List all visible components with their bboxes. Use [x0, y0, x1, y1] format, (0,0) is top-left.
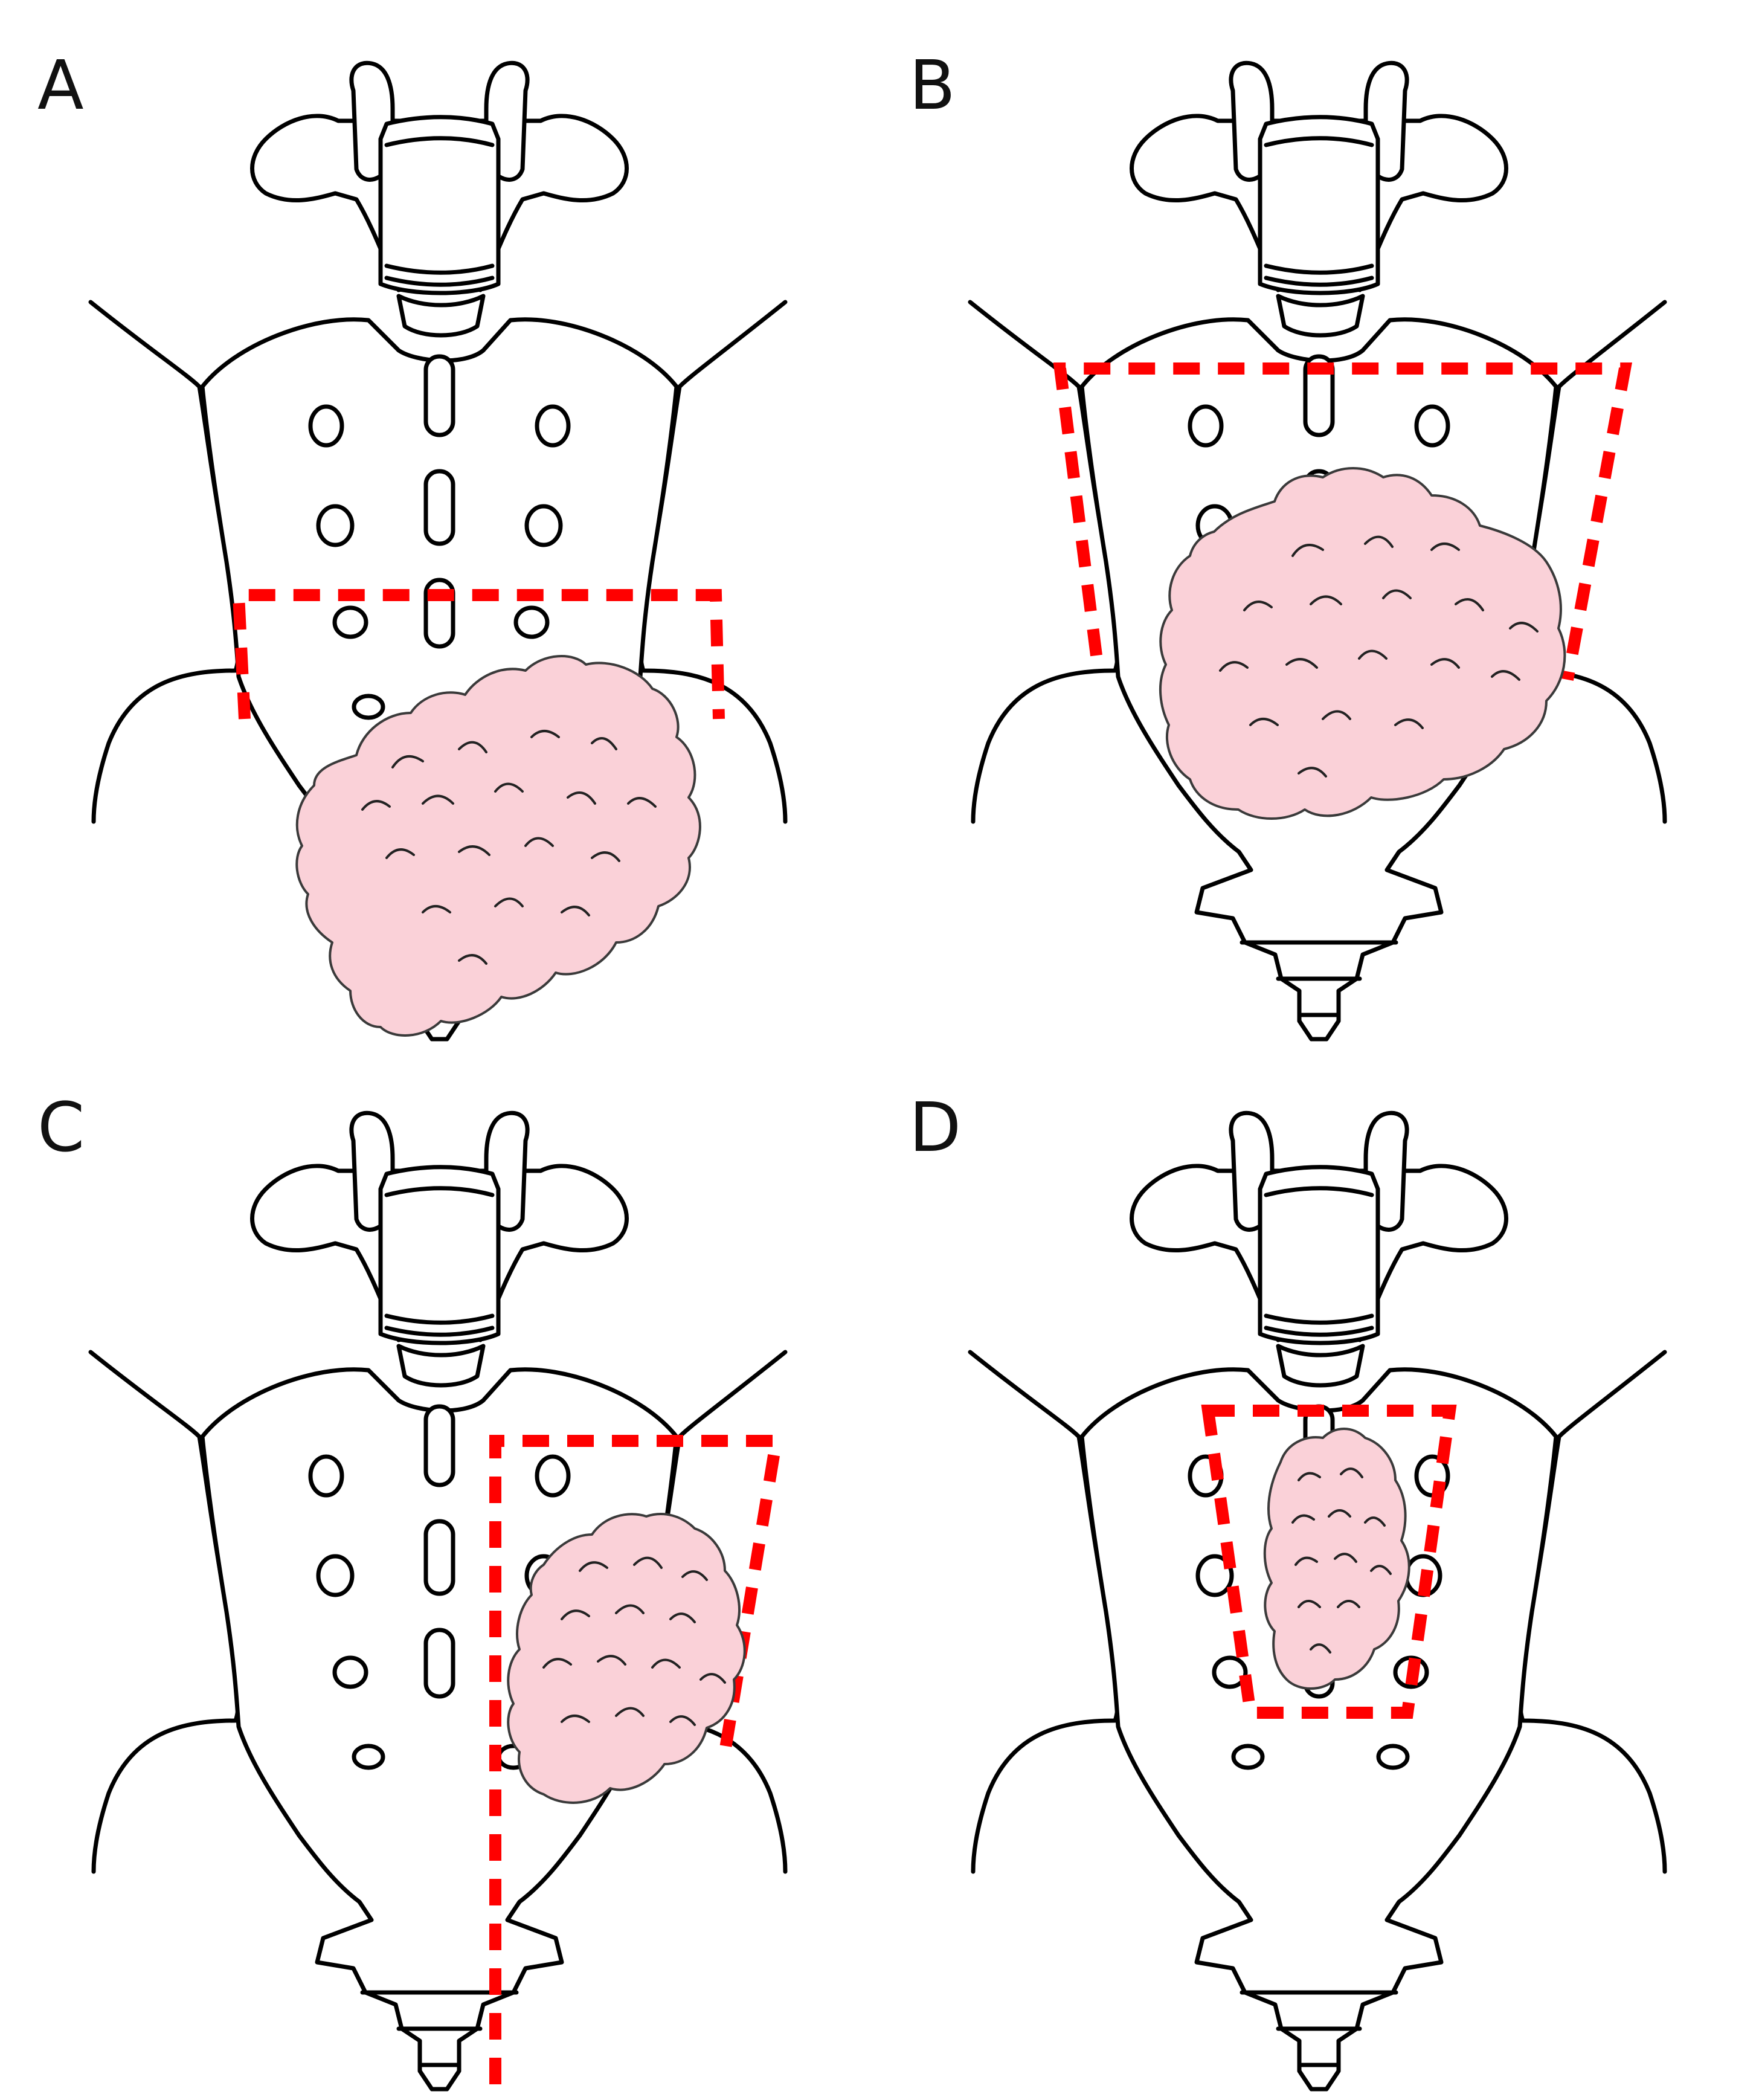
panel-label-d: D: [909, 1089, 961, 1167]
panel-a: A: [37, 47, 785, 1039]
resection-margin-a: [232, 589, 725, 720]
panel-d: D: [909, 1089, 1665, 2089]
tumor-b: [1159, 467, 1566, 820]
tumor-c: [507, 1513, 746, 1804]
tumor-d: [1263, 1428, 1410, 1690]
panel-b: B: [909, 47, 1665, 1039]
panel-c: C: [37, 1089, 785, 2089]
panel-label-a: A: [37, 47, 84, 125]
panel-label-b: B: [909, 47, 956, 125]
resection-margin-d: [1201, 1405, 1457, 1719]
tumor-a: [295, 655, 701, 1037]
resection-margin-c: [489, 1435, 783, 2084]
panel-label-c: C: [37, 1089, 85, 1167]
resection-margin-b: [1053, 362, 1633, 681]
